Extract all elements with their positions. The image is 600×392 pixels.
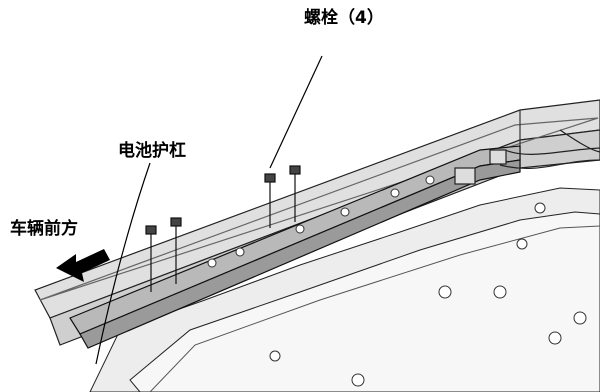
callout-lines: [95, 55, 323, 365]
battery-guard-callout-label: 电池护杠: [118, 141, 186, 161]
bolt-icons: [145, 165, 301, 292]
mounting-holes: [207, 175, 587, 387]
vehicle-front-label: 车辆前方: [10, 219, 78, 239]
arrow-left-icon: [56, 249, 110, 282]
battery-guard-bar: [69, 145, 521, 349]
bolts-callout-label: 螺栓（4）: [304, 8, 384, 28]
wiring-harness: [454, 129, 600, 185]
battery-pack: [89, 187, 600, 392]
